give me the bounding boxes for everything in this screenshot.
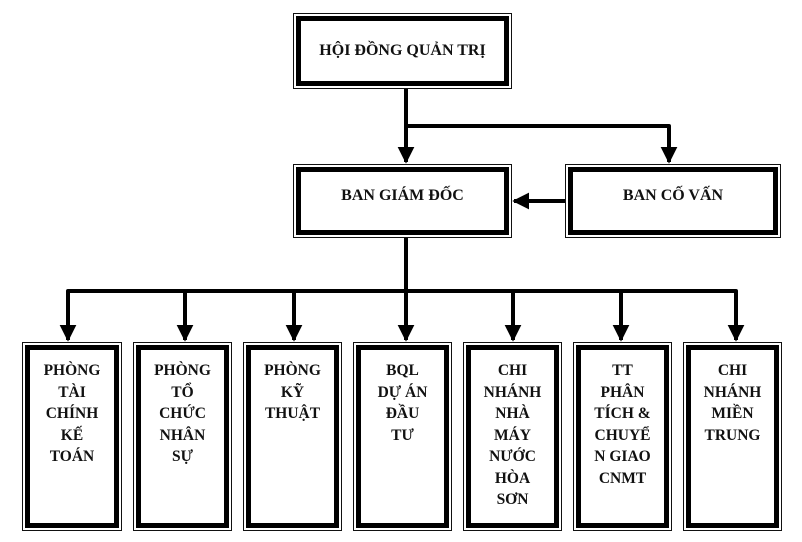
department-label-line: TƯ bbox=[391, 426, 414, 444]
department-label-line: NHÁNH bbox=[703, 383, 762, 401]
department-label-line: HÒA bbox=[494, 469, 531, 487]
department-label-line: NHÂN bbox=[159, 426, 206, 444]
department-label-line: TRUNG bbox=[704, 426, 761, 444]
edge-board-advisors bbox=[406, 124, 678, 164]
node-department: BQL DỰ ÁN ĐẦU TƯ bbox=[353, 342, 452, 531]
node-board-label: HỘI ĐỒNG QUẢN TRỊ bbox=[319, 42, 486, 59]
node-advisors: BAN CỐ VẤN bbox=[565, 164, 781, 238]
node-directors: BAN GIÁM ĐỐC bbox=[293, 164, 512, 238]
node-department: PHÒNG TÀI CHÍNH KẾ TOÁN bbox=[22, 342, 122, 531]
department-label-line: CNMT bbox=[598, 469, 647, 487]
department-label-line: NƯỚC bbox=[489, 448, 536, 465]
department-label: TT PHÂN TÍCH & CHUYỂ N GIAO CNMT bbox=[576, 345, 669, 528]
department-label-line: DỰ ÁN bbox=[377, 383, 428, 401]
department-label-line: CHÍNH bbox=[45, 405, 99, 422]
node-board: HỘI ĐỒNG QUẢN TRỊ bbox=[293, 13, 512, 89]
department-label-line: BQL bbox=[386, 362, 419, 379]
department-label-line: NHÁNH bbox=[483, 383, 542, 401]
department-label-line: PHÒNG bbox=[43, 362, 101, 379]
department-label: PHÒNG TỔ CHỨC NHÂN SỰ bbox=[136, 345, 229, 528]
node-directors-label: BAN GIÁM ĐỐC bbox=[341, 187, 464, 204]
department-label-line: CHI bbox=[717, 362, 748, 379]
department-label-line: PHÒNG bbox=[264, 362, 321, 379]
node-department: CHI NHÁNH MIỀN TRUNG bbox=[683, 342, 782, 531]
department-label: PHÒNG TÀI CHÍNH KẾ TOÁN bbox=[25, 345, 119, 528]
department-label-line: KẾ bbox=[60, 426, 84, 444]
department-label-line: N GIAO bbox=[594, 448, 651, 465]
department-label: CHI NHÁNH NHÀ MÁY NƯỚC HÒA SƠN bbox=[466, 345, 559, 528]
department-label-line: TT bbox=[612, 362, 633, 379]
department-label-line: NHÀ bbox=[495, 405, 530, 422]
department-label-line: TỔ bbox=[171, 383, 194, 401]
department-label: PHÒNG KỸ THUẬT bbox=[246, 345, 339, 528]
department-label-line: TÍCH & bbox=[594, 405, 651, 422]
department-label-line: TOÁN bbox=[49, 448, 95, 465]
department-label-line: ĐẦU bbox=[385, 405, 420, 422]
edge-department-bus bbox=[66, 289, 738, 339]
department-label-line: TÀI bbox=[58, 383, 86, 401]
department-label-line: KỸ bbox=[280, 383, 305, 401]
department-label-line: MÁY bbox=[493, 426, 532, 444]
node-department: CHI NHÁNH NHÀ MÁY NƯỚC HÒA SƠN bbox=[463, 342, 562, 531]
department-label-line: CHỨC bbox=[159, 405, 206, 422]
department-label: BQL DỰ ÁN ĐẦU TƯ bbox=[356, 345, 449, 528]
department-label: CHI NHÁNH MIỀN TRUNG bbox=[686, 345, 779, 528]
department-label-line: CHI bbox=[497, 362, 528, 379]
department-label-line: THUẬT bbox=[264, 405, 321, 422]
department-label-line: MIỀN bbox=[711, 405, 754, 422]
node-department: PHÒNG TỔ CHỨC NHÂN SỰ bbox=[133, 342, 232, 531]
node-advisors-label: BAN CỐ VẤN bbox=[622, 187, 724, 204]
department-label-line: SỰ bbox=[172, 448, 193, 465]
node-department: TT PHÂN TÍCH & CHUYỂ N GIAO CNMT bbox=[573, 342, 672, 531]
department-label-line: PHÒNG bbox=[154, 362, 211, 379]
department-label-line: CHUYỂ bbox=[594, 426, 651, 444]
department-label-line: PHÂN bbox=[600, 383, 645, 401]
department-label-line: SƠN bbox=[496, 491, 529, 508]
node-department: PHÒNG KỸ THUẬT bbox=[243, 342, 342, 531]
